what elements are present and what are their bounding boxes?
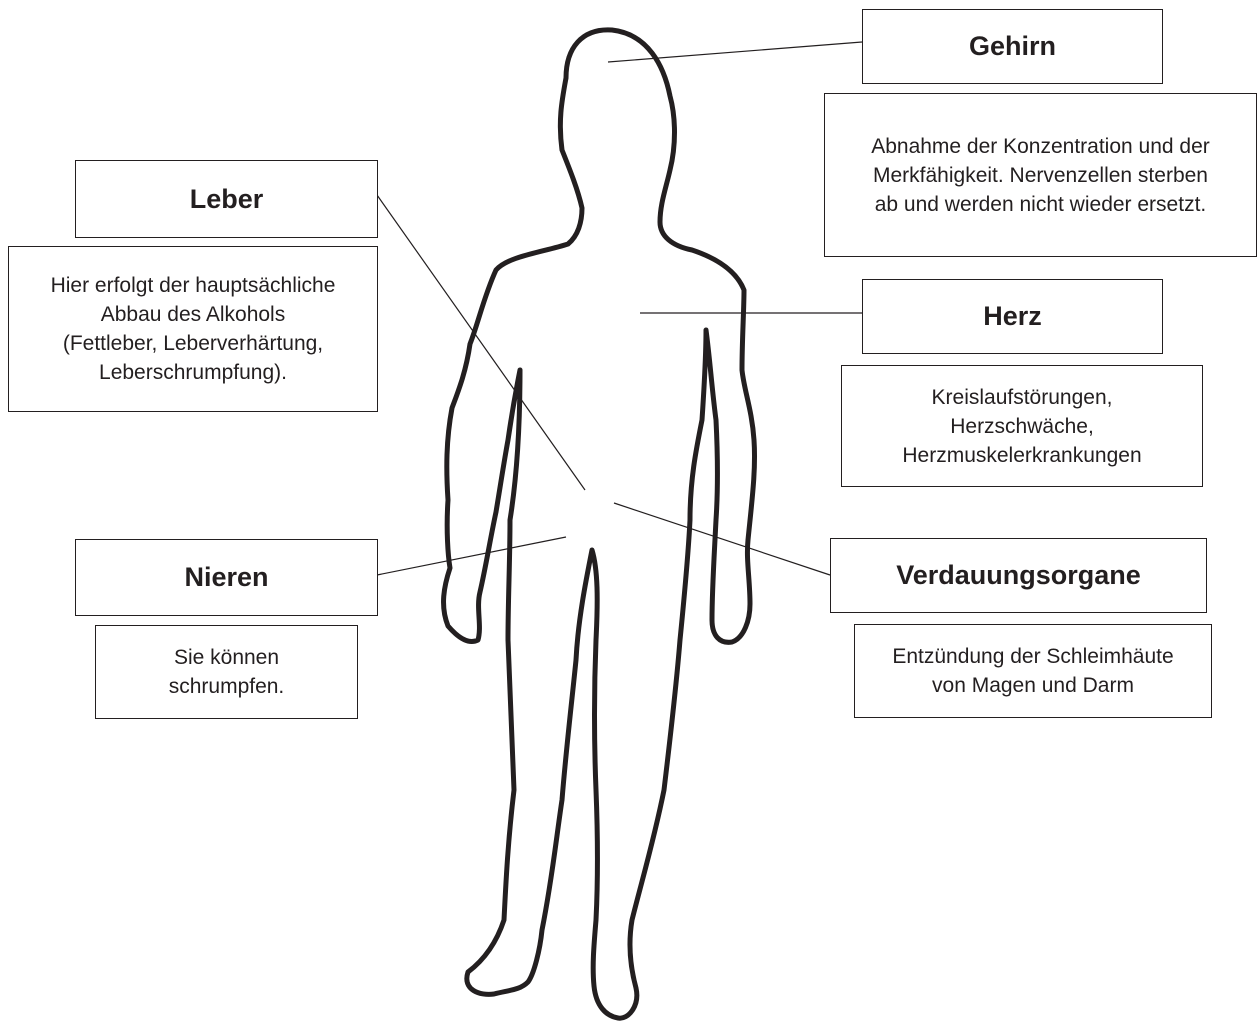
leber-desc-line: Abbau des Alkohols: [51, 300, 336, 329]
gehirn-description-box: Abnahme der Konzentration und der Merkfä…: [824, 93, 1257, 257]
herz-desc-line: Herzmuskelerkrankungen: [902, 441, 1141, 470]
nieren-title: Nieren: [184, 562, 268, 593]
herz-title-box: Herz: [862, 279, 1163, 354]
nieren-desc-line: schrumpfen.: [169, 672, 285, 701]
leber-desc-line: Hier erfolgt der hauptsächliche: [51, 271, 336, 300]
verdauung-desc-line: Entzündung der Schleimhäute: [892, 642, 1173, 671]
gehirn-desc-line: Abnahme der Konzentration und der: [871, 132, 1210, 161]
leber-desc-line: (Fettleber, Leberverhärtung,: [51, 329, 336, 358]
body-silhouette: [444, 30, 755, 1018]
leber-desc-line: Leberschrumpfung).: [51, 358, 336, 387]
verdauung-title-box: Verdauungsorgane: [830, 538, 1207, 613]
herz-desc-line: Herzschwäche,: [902, 412, 1141, 441]
herz-title: Herz: [983, 301, 1042, 332]
nieren-desc-line: Sie können: [169, 643, 285, 672]
verdauung-title: Verdauungsorgane: [896, 560, 1141, 591]
verdauung-description-box: Entzündung der Schleimhäute von Magen un…: [854, 624, 1212, 718]
herz-description-box: Kreislaufstörungen, Herzschwäche, Herzmu…: [841, 365, 1203, 487]
leber-description-box: Hier erfolgt der hauptsächliche Abbau de…: [8, 246, 378, 412]
gehirn-desc-line: ab und werden nicht wieder ersetzt.: [871, 190, 1210, 219]
gehirn-desc-line: Merkfähigkeit. Nervenzellen sterben: [871, 161, 1210, 190]
leber-title-box: Leber: [75, 160, 378, 238]
nieren-description-box: Sie können schrumpfen.: [95, 625, 358, 719]
leber-title: Leber: [190, 184, 264, 215]
gehirn-title: Gehirn: [969, 31, 1056, 62]
nieren-title-box: Nieren: [75, 539, 378, 616]
herz-desc-line: Kreislaufstörungen,: [902, 383, 1141, 412]
verdauung-desc-line: von Magen und Darm: [892, 671, 1173, 700]
gehirn-title-box: Gehirn: [862, 9, 1163, 84]
